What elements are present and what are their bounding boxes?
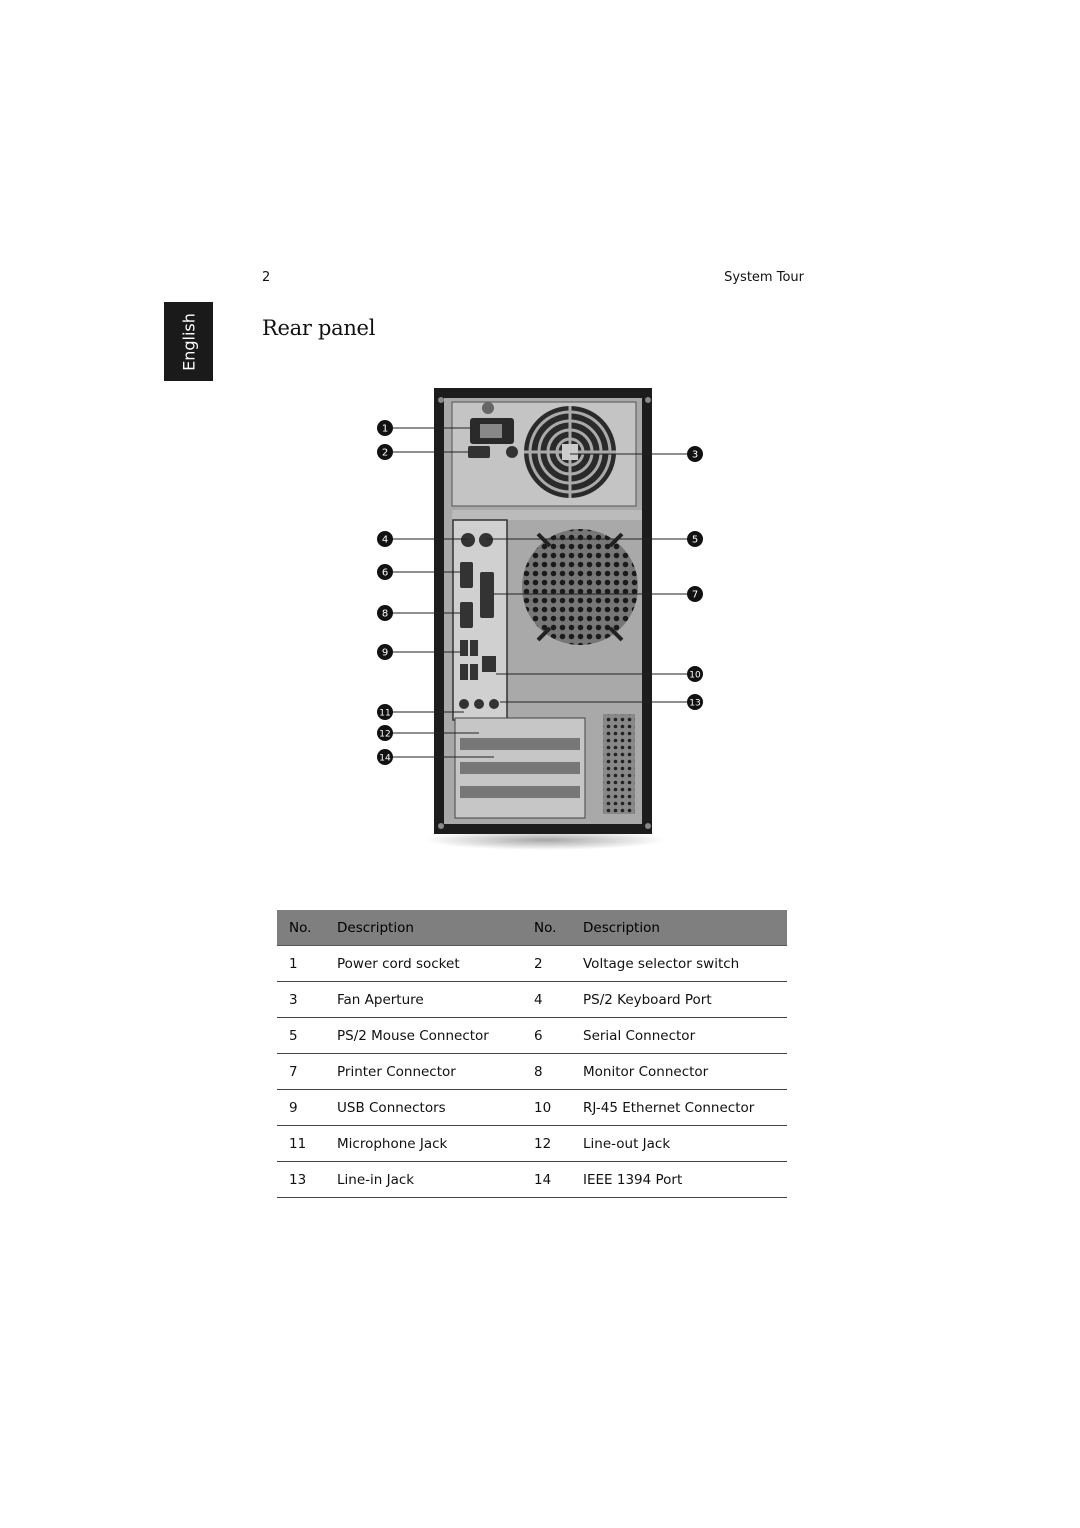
- page-number: 2: [262, 270, 271, 285]
- callout-10: 10: [687, 666, 703, 682]
- callout-12-label: 12: [379, 730, 390, 740]
- table-header-row: No. Description No. Description: [277, 910, 787, 946]
- voltage-switch-graphic: [468, 446, 490, 458]
- cell-description: Line-in Jack: [337, 1161, 522, 1198]
- header-description: Description: [337, 910, 522, 946]
- cell-description: Printer Connector: [337, 1053, 522, 1090]
- vga-port-graphic: [460, 602, 473, 628]
- callout-7-label: 7: [692, 590, 698, 601]
- callout-1: 1: [377, 420, 393, 436]
- table-row: 3 Fan Aperture 4 PS/2 Keyboard Port: [277, 981, 787, 1018]
- leader-lines: [393, 427, 687, 758]
- callout-8: 8: [377, 605, 393, 621]
- rj45-port-graphic: [482, 656, 496, 672]
- cell-no: 14: [522, 1161, 583, 1198]
- case-shadow: [425, 830, 665, 850]
- rear-panel-illustration: 1 2 3 4 5 6 7 8 9 10 11 12: [377, 388, 703, 850]
- cell-description: USB Connectors: [337, 1089, 522, 1126]
- cell-description: Line-out Jack: [583, 1125, 787, 1162]
- expansion-slots: [454, 717, 586, 819]
- table-row: 11 Microphone Jack 12 Line-out Jack: [277, 1125, 787, 1162]
- table-row: 9 USB Connectors 10 RJ-45 Ethernet Conne…: [277, 1089, 787, 1126]
- cell-no: 11: [277, 1125, 337, 1162]
- cell-no: 2: [522, 945, 583, 982]
- header-no: No.: [522, 910, 583, 946]
- callout-3: 3: [687, 446, 703, 462]
- header-no: No.: [277, 910, 337, 946]
- callout-3-label: 3: [692, 450, 698, 461]
- callout-12: 12: [377, 725, 393, 741]
- callout-2-label: 2: [382, 448, 388, 459]
- callout-7: 7: [687, 586, 703, 602]
- usb-ports-graphic: [460, 640, 468, 656]
- callout-2: 2: [377, 444, 393, 460]
- cell-no: 7: [277, 1053, 337, 1090]
- cell-no: 10: [522, 1089, 583, 1126]
- language-tab-label: English: [179, 312, 198, 371]
- cell-no: 5: [277, 1017, 337, 1054]
- ps2-keyboard-graphic: [461, 533, 475, 547]
- callout-9-label: 9: [382, 648, 388, 659]
- cell-no: 6: [522, 1017, 583, 1054]
- cell-description: Serial Connector: [583, 1017, 787, 1054]
- serial-port-graphic: [460, 562, 473, 588]
- cell-description: Voltage selector switch: [583, 945, 787, 982]
- callout-5-label: 5: [692, 535, 698, 546]
- cell-description: Monitor Connector: [583, 1053, 787, 1090]
- cell-description: IEEE 1394 Port: [583, 1161, 787, 1198]
- cell-no: 8: [522, 1053, 583, 1090]
- ps2-mouse-graphic: [479, 533, 493, 547]
- callout-5: 5: [687, 531, 703, 547]
- cell-description: Fan Aperture: [337, 981, 522, 1018]
- callout-4-label: 4: [382, 535, 388, 546]
- callout-11-label: 11: [379, 709, 390, 719]
- callout-8-label: 8: [382, 609, 388, 620]
- callout-9: 9: [377, 644, 393, 660]
- header-description: Description: [583, 910, 787, 946]
- callout-6-label: 6: [382, 568, 388, 579]
- cell-no: 4: [522, 981, 583, 1018]
- callout-11: 11: [377, 704, 393, 720]
- parallel-port-graphic: [480, 572, 494, 618]
- side-vent: [603, 714, 635, 814]
- cell-no: 12: [522, 1125, 583, 1162]
- table-row: 1 Power cord socket 2 Voltage selector s…: [277, 945, 787, 982]
- cell-description: PS/2 Keyboard Port: [583, 981, 787, 1018]
- callout-13: 13: [687, 694, 703, 710]
- callout-13-label: 13: [689, 699, 700, 709]
- callout-1-label: 1: [382, 424, 388, 435]
- table-row: 13 Line-in Jack 14 IEEE 1394 Port: [277, 1161, 787, 1198]
- io-shield: [452, 519, 508, 721]
- cell-description: PS/2 Mouse Connector: [337, 1017, 522, 1054]
- table-row: 7 Printer Connector 8 Monitor Connector: [277, 1053, 787, 1090]
- language-tab: English: [164, 302, 213, 381]
- callout-14-label: 14: [379, 754, 391, 764]
- cell-description: Power cord socket: [337, 945, 522, 982]
- cell-no: 13: [277, 1161, 337, 1198]
- cell-no: 1: [277, 945, 337, 982]
- table-row: 5 PS/2 Mouse Connector 6 Serial Connecto…: [277, 1017, 787, 1054]
- cell-no: 9: [277, 1089, 337, 1126]
- page-title: Rear panel: [262, 316, 376, 340]
- cell-description: Microphone Jack: [337, 1125, 522, 1162]
- running-header: System Tour: [724, 270, 804, 285]
- cell-description: RJ-45 Ethernet Connector: [583, 1089, 787, 1126]
- callout-10-label: 10: [689, 671, 701, 681]
- audio-jack-graphic: [459, 699, 469, 709]
- callout-14: 14: [377, 749, 393, 765]
- port-description-table: No. Description No. Description 1 Power …: [277, 910, 787, 1198]
- callout-4: 4: [377, 531, 393, 547]
- callout-6: 6: [377, 564, 393, 580]
- case-grille: [522, 529, 638, 645]
- cell-no: 3: [277, 981, 337, 1018]
